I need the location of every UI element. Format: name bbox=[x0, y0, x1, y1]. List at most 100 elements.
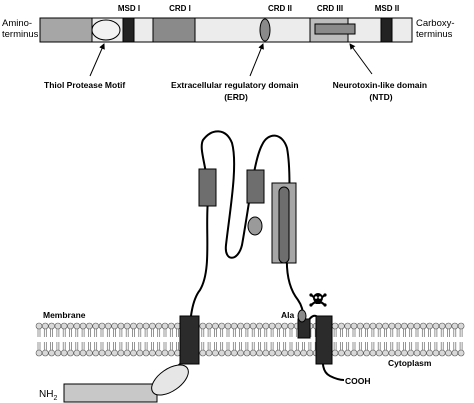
msd2-transmembrane-segment bbox=[315, 315, 333, 365]
lipid-head bbox=[41, 349, 49, 357]
lipid-head bbox=[432, 322, 440, 330]
amino-terminal-segment bbox=[39, 17, 93, 43]
crd3-rod bbox=[278, 186, 290, 264]
thiol-protease-label: Thiol Protease Motif bbox=[44, 80, 125, 90]
lipid-head bbox=[105, 322, 112, 330]
lipid-head bbox=[111, 349, 118, 357]
linear-domain-map bbox=[39, 17, 413, 43]
crd2-knob bbox=[247, 216, 263, 236]
lipid-head bbox=[231, 322, 238, 330]
lipid-head bbox=[268, 322, 276, 330]
lipid-head bbox=[375, 322, 383, 330]
lipid-head bbox=[67, 322, 74, 330]
lipid-head bbox=[413, 349, 421, 357]
lipid-head bbox=[136, 349, 144, 357]
lipid-head bbox=[243, 349, 251, 357]
lipid-head bbox=[407, 349, 415, 357]
lipid-head bbox=[136, 322, 144, 330]
lipid-head bbox=[54, 322, 62, 330]
lipid-head bbox=[79, 349, 87, 357]
lipid-head bbox=[35, 322, 43, 330]
lipid-head bbox=[249, 322, 257, 330]
lipid-head bbox=[344, 322, 352, 330]
lipid-head bbox=[293, 349, 301, 357]
lipid-head bbox=[356, 349, 364, 357]
lipid-head bbox=[262, 349, 270, 357]
carboxy-terminus-line1: Carboxy- bbox=[416, 18, 455, 29]
lipid-head bbox=[350, 322, 358, 330]
lipid-head bbox=[111, 322, 118, 330]
crd2-helix bbox=[246, 169, 265, 204]
lipid-head bbox=[369, 322, 377, 330]
ntd-label-line2: (NTD) bbox=[369, 92, 392, 102]
lipid-head bbox=[268, 349, 276, 357]
lipid-head bbox=[457, 349, 465, 357]
lipid-head bbox=[262, 322, 270, 330]
lipid-head bbox=[92, 322, 99, 330]
crd3-label: CRD III bbox=[317, 4, 343, 13]
lipid-head bbox=[224, 349, 232, 357]
lipid-head bbox=[331, 322, 339, 330]
lipid-head bbox=[256, 322, 263, 330]
lipid-head bbox=[161, 322, 169, 330]
erd-label-line1: Extracellular regulatory domain bbox=[171, 80, 299, 90]
lipid-head bbox=[98, 322, 106, 330]
lipid-head bbox=[237, 349, 244, 357]
lipid-head bbox=[142, 349, 150, 357]
crd2-oval bbox=[259, 18, 271, 42]
lipid-head bbox=[86, 322, 93, 330]
lipid-head bbox=[41, 322, 49, 330]
crd1-label: CRD I bbox=[169, 4, 191, 13]
ntd-arrow bbox=[349, 43, 373, 75]
lipid-head bbox=[382, 322, 389, 330]
lipid-head bbox=[426, 322, 433, 330]
carboxy-terminus-label: Carboxy- terminus bbox=[416, 18, 457, 40]
lipid-head bbox=[98, 349, 106, 357]
lipid-head bbox=[432, 349, 440, 357]
msd2-label: MSD II bbox=[375, 4, 399, 13]
lipid-head bbox=[123, 349, 131, 357]
lipid-head bbox=[457, 322, 465, 330]
membrane-label: Membrane bbox=[43, 310, 86, 320]
lipid-head bbox=[212, 349, 219, 357]
ala-residue-bead bbox=[297, 309, 307, 323]
lipid-head bbox=[419, 322, 427, 330]
lipid-head bbox=[117, 322, 125, 330]
lipid-head bbox=[419, 349, 427, 357]
ntd-label: Neurotoxin-like domain (NTD) bbox=[333, 80, 430, 102]
lipid-head bbox=[73, 349, 81, 357]
lipid-head bbox=[275, 349, 282, 357]
thiol-arrow bbox=[89, 43, 105, 77]
lipid-head bbox=[331, 349, 339, 357]
lipid-head bbox=[300, 349, 307, 357]
lipid-head bbox=[48, 349, 55, 357]
erd-label: Extracellular regulatory domain (ERD) bbox=[171, 80, 301, 102]
lipid-head bbox=[67, 349, 74, 357]
lipid-head bbox=[249, 349, 257, 357]
lipid-head bbox=[79, 322, 87, 330]
lipid-head bbox=[105, 349, 112, 357]
lipid-head bbox=[382, 349, 389, 357]
lipid-head bbox=[86, 349, 93, 357]
thiol-protease-motif-oval bbox=[91, 19, 121, 41]
lipid-head bbox=[199, 349, 207, 357]
lipid-head bbox=[161, 349, 169, 357]
lipid-head bbox=[243, 322, 251, 330]
lipid-head bbox=[60, 349, 68, 357]
lipid-head bbox=[212, 322, 219, 330]
lipid-head bbox=[224, 322, 232, 330]
carboxy-terminus-line2: terminus bbox=[416, 29, 453, 40]
lipid-head bbox=[123, 322, 131, 330]
lipid-head bbox=[256, 349, 263, 357]
lipid-head bbox=[60, 322, 68, 330]
lipid-head bbox=[48, 322, 55, 330]
crd1-helix bbox=[198, 168, 217, 207]
lipid-head bbox=[445, 322, 452, 330]
lipid-head bbox=[155, 349, 162, 357]
lipid-head bbox=[369, 349, 377, 357]
lipid-head bbox=[218, 322, 225, 330]
lipid-head bbox=[281, 349, 289, 357]
lipid-head bbox=[168, 349, 175, 357]
lipid-head bbox=[388, 349, 396, 357]
lipid-head bbox=[218, 349, 225, 357]
